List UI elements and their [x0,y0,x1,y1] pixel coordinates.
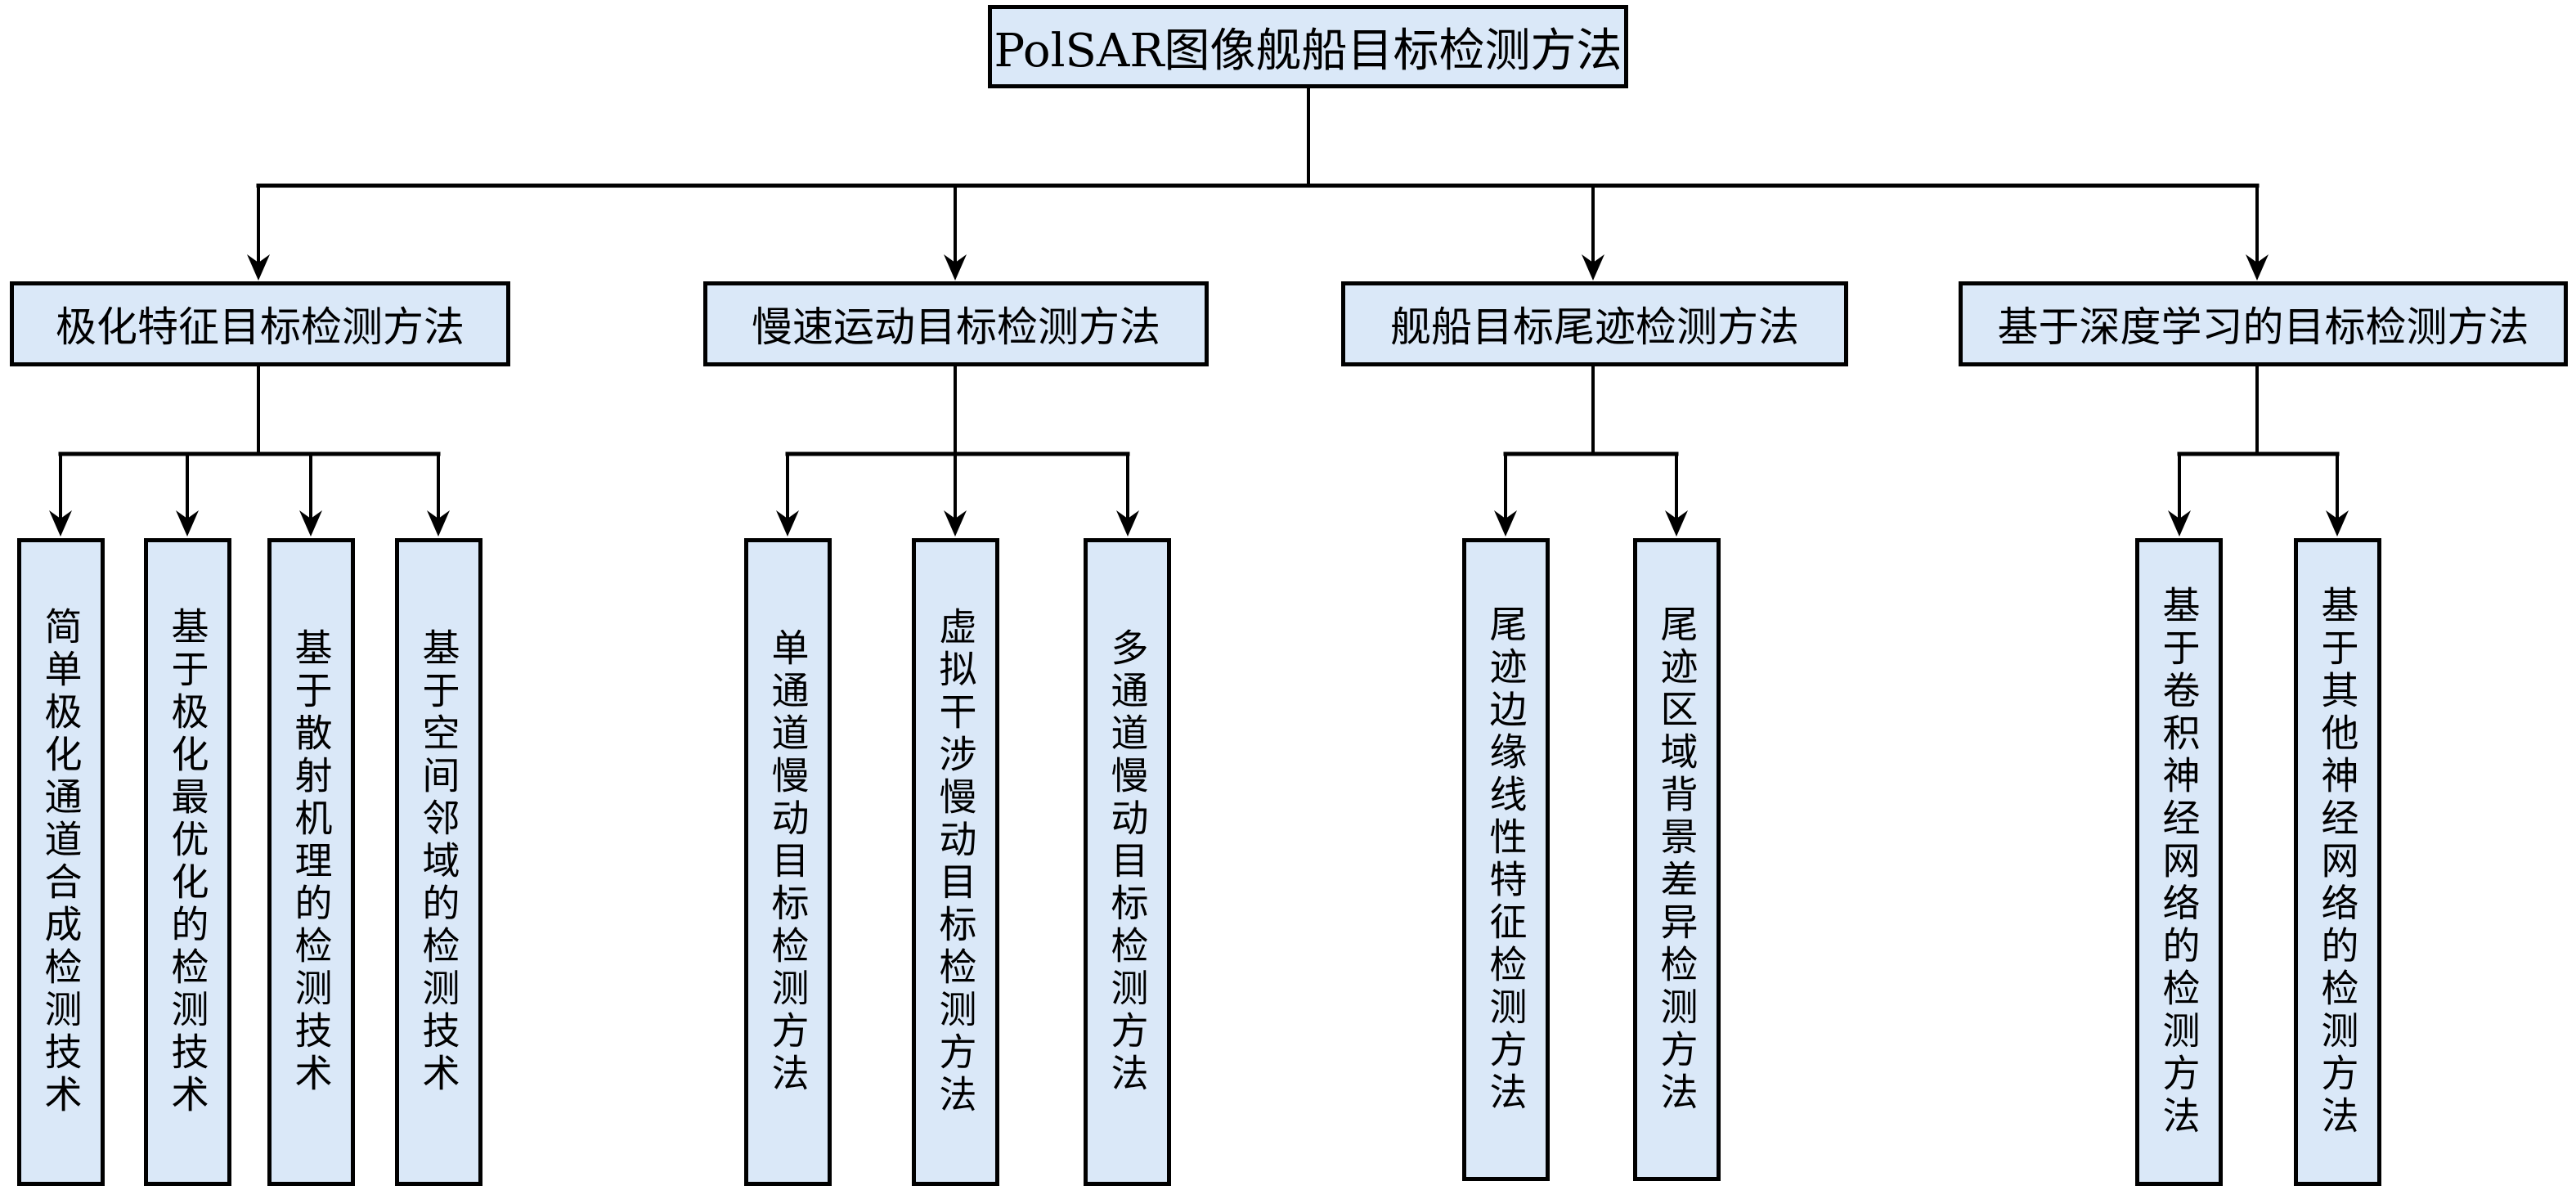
leaf-node: 尾迹边缘线性特征检测方法 [1462,538,1550,1181]
arrow-down-icon [1494,510,1517,537]
arrow-down-icon [247,254,270,281]
leaf-node: 基于散射机理的检测技术 [267,538,355,1186]
leaf-label: 基于散射机理的检测技术 [289,628,334,1096]
arrow-down-icon [427,510,450,537]
category-node-deep-learning: 基于深度学习的目标检测方法 [1959,281,2568,366]
arrow-down-icon [2326,510,2349,537]
arrow-down-icon [1116,510,1139,537]
category-node-slow-moving: 慢速运动目标检测方法 [703,281,1209,366]
arrow-down-icon [176,510,199,537]
leaf-label: 基于极化最优化的检测技术 [165,607,210,1117]
arrow-down-icon [1582,254,1604,281]
leaf-node: 尾迹区域背景差异检测方法 [1633,538,1721,1181]
arrow-down-icon [776,510,799,537]
category-label: 极化特征目标检测方法 [56,303,464,351]
leaf-label: 虚拟干涉慢动目标检测方法 [933,607,978,1117]
leaf-node: 多通道慢动目标检测方法 [1084,538,1171,1186]
category-label: 基于深度学习的目标检测方法 [1997,303,2529,351]
category-node-polarimetric: 极化特征目标检测方法 [10,281,510,366]
leaf-label: 基于空间邻域的检测技术 [416,628,461,1096]
category-label: 慢速运动目标检测方法 [752,303,1160,351]
category-node-wake: 舰船目标尾迹检测方法 [1341,281,1848,366]
leaf-node: 虚拟干涉慢动目标检测方法 [912,538,999,1186]
leaf-label: 尾迹边缘线性特征检测方法 [1483,604,1528,1115]
arrow-down-icon [49,510,72,537]
root-node: PolSAR图像舰船目标检测方法 [988,5,1628,88]
leaf-label: 尾迹区域背景差异检测方法 [1654,604,1699,1115]
leaf-label: 简单极化通道合成检测技术 [38,607,83,1117]
arrow-down-icon [944,510,967,537]
leaf-node: 简单极化通道合成检测技术 [17,538,105,1186]
arrow-down-icon [944,254,967,281]
leaf-label: 基于其他神经网络的检测方法 [2315,586,2360,1138]
leaf-node: 单通道慢动目标检测方法 [744,538,832,1186]
leaf-node: 基于极化最优化的检测技术 [144,538,231,1186]
arrow-down-icon [299,510,322,537]
root-node-label: PolSAR图像舰船目标检测方法 [994,24,1622,78]
category-label: 舰船目标尾迹检测方法 [1390,303,1799,351]
arrow-down-icon [2246,254,2269,281]
arrow-down-icon [2168,510,2191,537]
leaf-label: 基于卷积神经网络的检测方法 [2156,586,2201,1138]
leaf-label: 单通道慢动目标检测方法 [765,628,810,1096]
leaf-node: 基于卷积神经网络的检测方法 [2135,538,2223,1186]
arrow-down-icon [1665,510,1688,537]
leaf-node: 基于其他神经网络的检测方法 [2294,538,2381,1186]
leaf-node: 基于空间邻域的检测技术 [395,538,482,1186]
leaf-label: 多通道慢动目标检测方法 [1105,628,1150,1096]
